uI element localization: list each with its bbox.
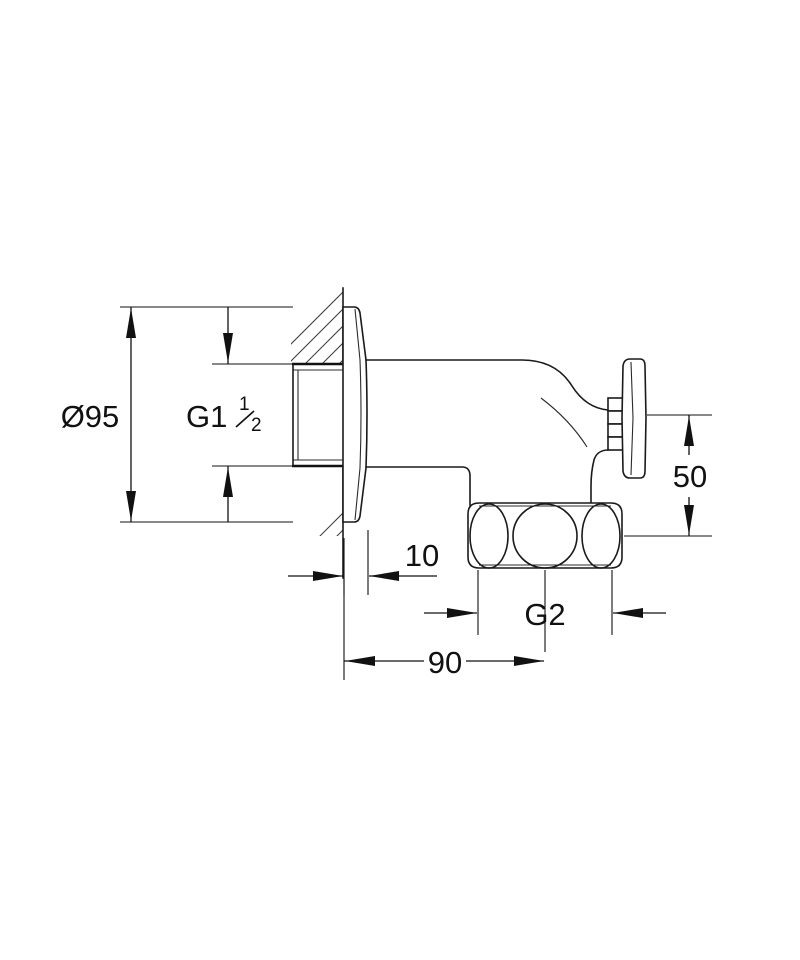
cap-inner-contour — [630, 361, 634, 476]
cap-outline — [621, 358, 647, 479]
collar-center-bore — [512, 503, 578, 569]
dim-g112-arrow-bottom — [223, 467, 233, 497]
dim-g112-label-denominator: 2 — [251, 415, 262, 436]
flange-inner-contour — [354, 308, 362, 521]
end-cap — [607, 358, 647, 479]
dim-90-arrow-left — [345, 656, 375, 666]
dim-10-arrow-right — [369, 571, 399, 581]
spout-bottom-profile — [365, 466, 471, 506]
inlet-thread-socket — [292, 362, 343, 468]
dim-g2-arrow-left — [447, 608, 477, 618]
dim-inlet-thread: G1 1 2 — [186, 306, 293, 523]
spout-top-profile — [365, 359, 609, 411]
dim-g112-label-numerator: 1 — [239, 394, 250, 415]
dim-g2-arrow-right — [613, 608, 643, 618]
dim-10-label: 10 — [405, 538, 439, 573]
flange-escutcheon — [342, 306, 368, 523]
collar-left-bore — [469, 503, 509, 569]
dim-outlet-thread: G2 — [424, 570, 666, 652]
dim-g112-label-main: G1 — [186, 399, 227, 434]
collar-outer — [467, 502, 623, 569]
dim-wall-offset: 10 — [288, 530, 439, 595]
cap-thread-rings — [607, 397, 624, 451]
dim-90-arrow-right — [514, 656, 544, 666]
dim-projection: 90 — [343, 578, 544, 680]
dim-50-arrow-top — [684, 416, 694, 446]
collar-right-bore — [581, 503, 621, 569]
dim-g112-fraction-bar — [235, 410, 255, 428]
flange-outline — [342, 306, 368, 523]
dim-g112-label-group: G1 1 2 — [186, 394, 262, 436]
dim-d95-label: Ø95 — [61, 399, 120, 434]
wall-section — [291, 287, 344, 579]
dim-90-label: 90 — [428, 645, 462, 680]
dim-50-arrow-bottom — [684, 505, 694, 535]
dim-d95-arrow-bottom — [126, 491, 136, 521]
spout-body — [365, 359, 609, 506]
dim-50-label: 50 — [673, 459, 707, 494]
dim-drop-height: 50 — [624, 414, 712, 537]
dim-d95-arrow-top — [126, 308, 136, 338]
wall-hatching-top — [291, 291, 343, 363]
dim-g2-label: G2 — [524, 597, 565, 632]
outlet-collar — [467, 502, 623, 569]
spout-right-profile — [590, 449, 609, 506]
dim-10-arrow-left — [313, 571, 343, 581]
spout-fillet-arc — [540, 397, 588, 448]
wall-hatching-bottom — [319, 512, 343, 536]
dim-g112-arrow-top — [223, 333, 233, 363]
